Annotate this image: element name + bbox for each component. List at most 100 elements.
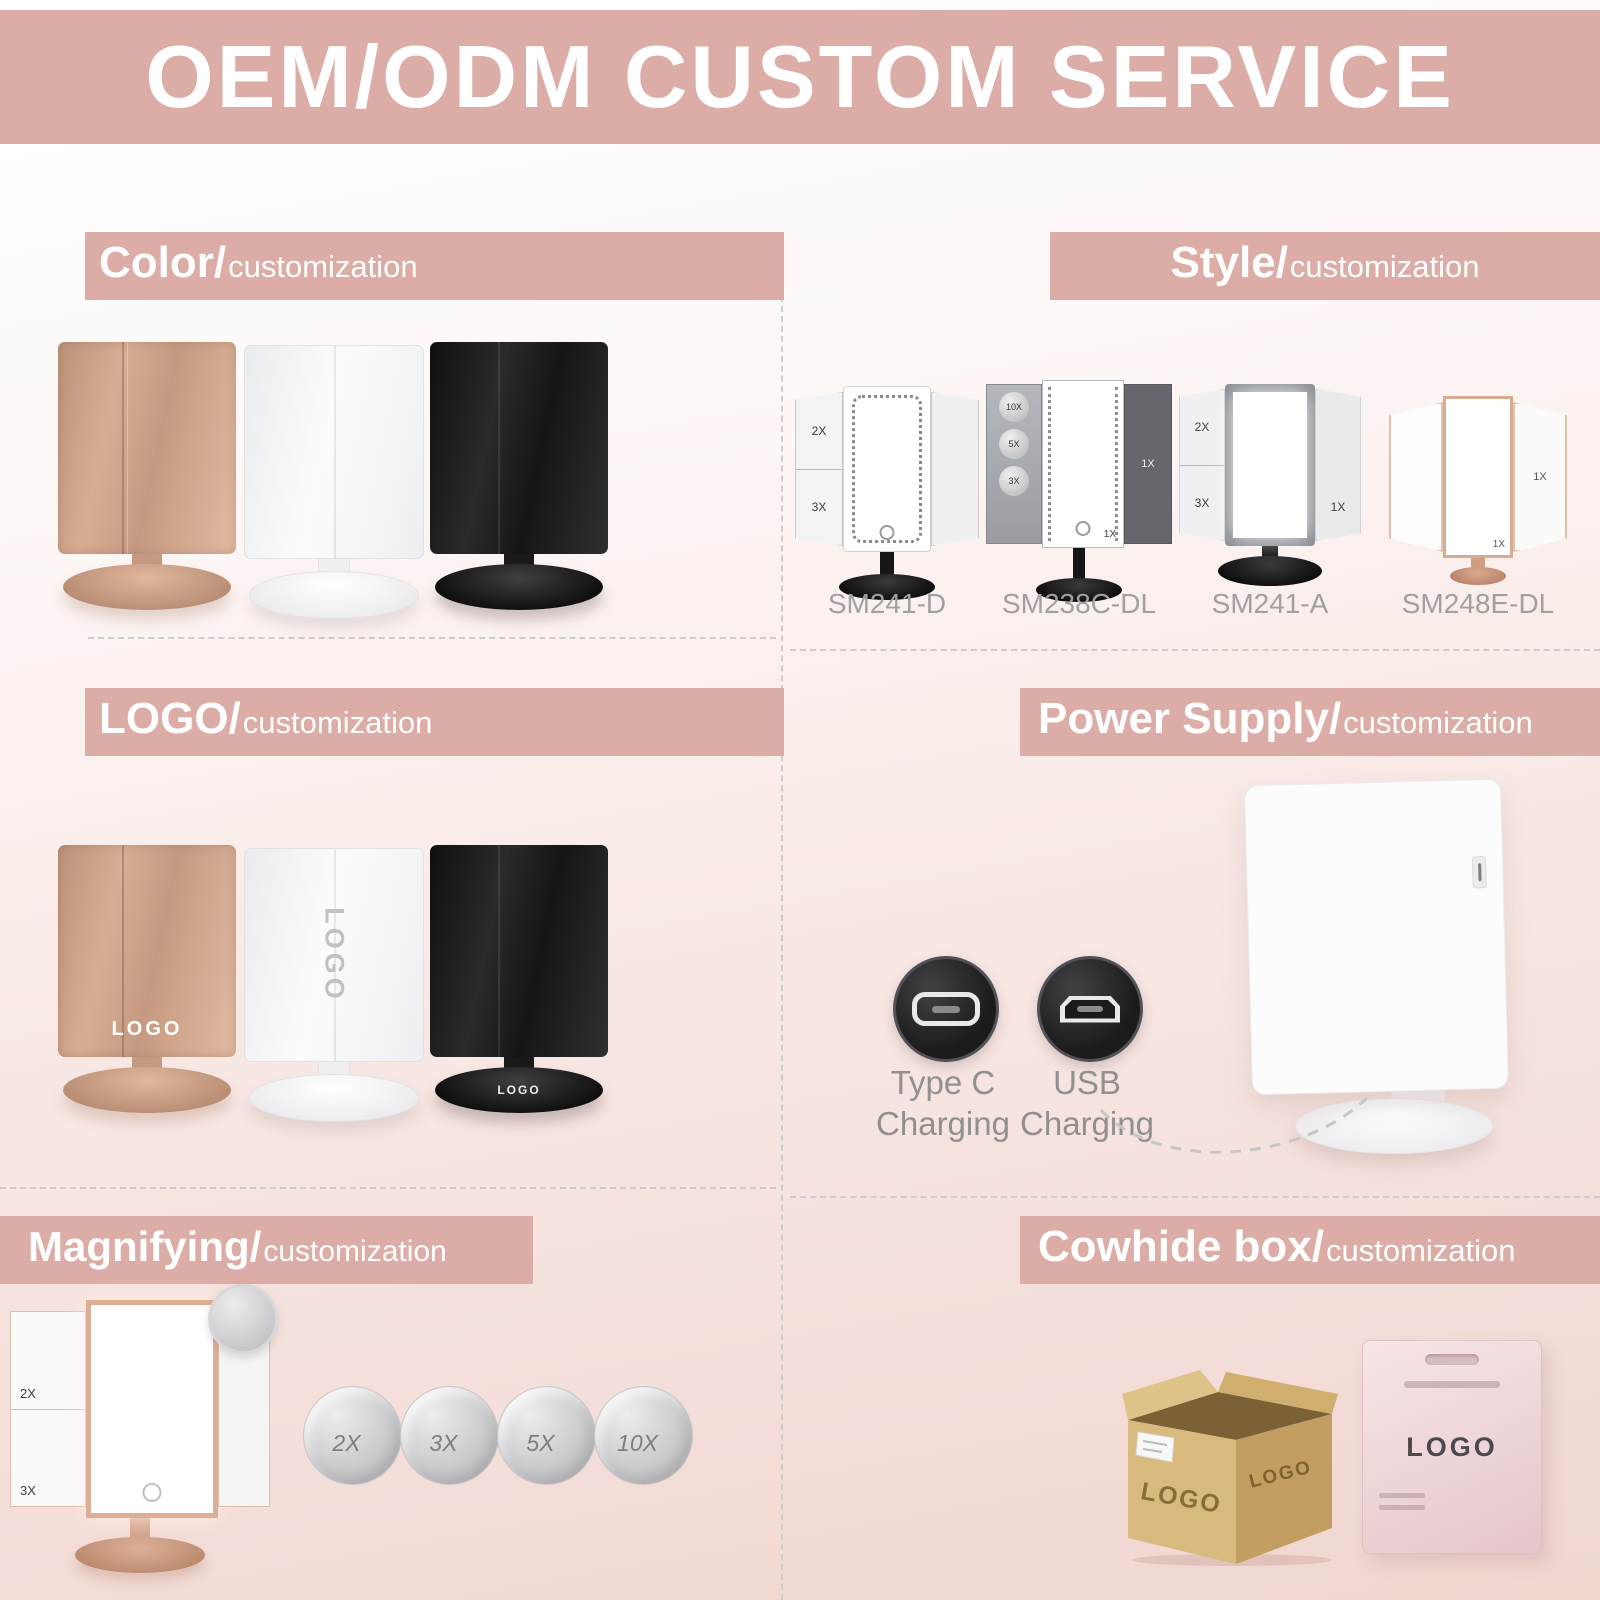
logo-subtitle: customization	[242, 705, 433, 740]
power-subtitle: customization	[1343, 705, 1533, 740]
fold-line	[122, 342, 125, 554]
type-c-label-line2: Charging	[876, 1105, 1010, 1142]
touch-button-icon	[879, 525, 895, 540]
round-magnifier-icon: 10X	[999, 392, 1029, 422]
usb-label-line1: USB	[1053, 1064, 1121, 1101]
right-wing	[931, 392, 979, 546]
type-c-label-line1: Type C	[890, 1064, 996, 1101]
left-wing	[1389, 402, 1443, 552]
logo-heading: LOGO/	[99, 694, 241, 743]
mirror-base	[249, 571, 419, 619]
magnification-label: 10X	[1005, 402, 1022, 412]
magnification-label: 10X	[617, 1430, 658, 1456]
left-wing: 10X 5X 3X	[986, 384, 1042, 544]
banner-title: OEM/ODM CUSTOM SERVICE	[145, 27, 1455, 126]
type-c-port-icon	[893, 956, 999, 1062]
type-c-label: Type C Charging	[858, 1062, 1028, 1144]
round-magnifier-3x: 3X	[400, 1386, 499, 1485]
row1-divider-left	[88, 637, 776, 639]
logo-print: LOGO	[319, 907, 350, 1003]
mirror-body: LOGO	[244, 848, 424, 1062]
lit-screen	[1233, 392, 1307, 538]
logo-mirror-white: LOGO	[244, 848, 424, 1122]
magnification-label: 1X	[1103, 529, 1116, 540]
mirror-base	[435, 564, 603, 610]
right-wing: 1X	[1315, 389, 1361, 541]
magnification-label: 1X	[1141, 458, 1155, 470]
model-label: SM238C-DL	[1001, 588, 1157, 619]
usb-pin	[1077, 1006, 1103, 1012]
model-label: SM241-A	[1211, 588, 1329, 619]
style-mirror-sm241a: 2X 3X 1X	[1179, 384, 1361, 586]
magnification-label: 5X	[526, 1430, 555, 1456]
wing-cell: 3X	[1180, 464, 1224, 541]
box-handle-slot	[1425, 1354, 1479, 1365]
mirror-body	[58, 342, 236, 554]
style-mirror-sm238cdl: 10X 5X 3X 1X 1X	[986, 380, 1172, 602]
center-panel	[843, 386, 931, 552]
right-wing: 1X	[1124, 384, 1172, 544]
style-subtitle: customization	[1289, 249, 1480, 284]
logo-section-header: LOGO/ customization	[85, 688, 784, 756]
magnification-label: 1X	[1492, 539, 1505, 550]
logo-mirror-black: LOGO	[430, 845, 608, 1113]
type-c-connector-shape	[912, 992, 980, 1026]
vertical-divider	[781, 236, 783, 1600]
mirror-back-panel	[1243, 778, 1510, 1096]
mirror-base	[75, 1537, 205, 1573]
cowhide-heading: Cowhide box/	[1038, 1222, 1324, 1271]
center-panel	[86, 1300, 218, 1518]
style-heading: Style/	[1170, 238, 1288, 287]
magnifying-section-header: Magnifying/ customization	[0, 1216, 533, 1284]
mirror-body	[244, 345, 424, 559]
charging-slot	[1471, 856, 1487, 889]
mirror-body: LOGO	[58, 845, 236, 1057]
left-wing: 2X 3X	[10, 1311, 86, 1507]
led-columns	[1048, 387, 1118, 541]
mirror-base	[63, 1067, 231, 1113]
wing-cell: 3X	[11, 1408, 85, 1507]
mirror-panels: 2X 3X	[795, 386, 979, 552]
mirror-base	[1036, 578, 1122, 602]
type-c-pin	[932, 1005, 960, 1013]
mirror-body	[430, 342, 608, 554]
power-heading: Power Supply/	[1038, 694, 1342, 743]
mirror-base	[63, 564, 231, 610]
mirror-stem	[880, 552, 894, 578]
magnifying-mirror: 2X 3X	[10, 1284, 278, 1573]
magnification-label: 2X	[1194, 420, 1210, 435]
mirror-stem	[1073, 548, 1085, 582]
left-wing: 2X 3X	[1179, 389, 1225, 541]
color-section-header: Color/ customization	[85, 232, 784, 300]
fold-line	[497, 342, 500, 554]
style-mirror-sm248edl: 1X 1X	[1389, 396, 1567, 585]
round-magnifier-2x: 2X	[303, 1386, 402, 1485]
magnification-label: 5X	[1008, 439, 1020, 449]
round-magnifier-5x: 5X	[497, 1386, 596, 1485]
mirror-base	[1218, 556, 1322, 586]
magnification-label: 1X	[1330, 500, 1346, 514]
fold-line	[334, 346, 336, 558]
retail-box-logo: LOGO	[1406, 1432, 1498, 1462]
color-mirror-white	[244, 345, 424, 619]
round-magnifier-10x: 10X	[594, 1386, 693, 1485]
banner: OEM/ODM CUSTOM SERVICE	[0, 10, 1600, 144]
usb-connector-inner	[1065, 999, 1115, 1019]
model-label: SM241-D	[827, 588, 947, 619]
magnification-label: 3X	[20, 1483, 36, 1498]
mirror-body	[430, 845, 608, 1057]
magnifying-subtitle: customization	[263, 1235, 447, 1268]
mirror-panels: 2X 3X	[10, 1284, 278, 1518]
led-ring	[852, 395, 922, 543]
color-heading: Color/	[99, 238, 227, 287]
usb-connector-shape	[1060, 995, 1120, 1023]
mirror-panels: 10X 5X 3X 1X 1X	[986, 380, 1172, 548]
retail-box: LOGO	[1362, 1340, 1542, 1554]
style-section-header: Style/ customization	[1050, 232, 1600, 300]
center-panel	[1225, 384, 1315, 546]
mirror-base	[249, 1074, 419, 1122]
magnification-label: 3X	[1008, 476, 1020, 486]
cardboard-carton: LOGO LOGO	[1122, 1370, 1338, 1566]
attachable-magnifier-icon	[208, 1284, 278, 1354]
